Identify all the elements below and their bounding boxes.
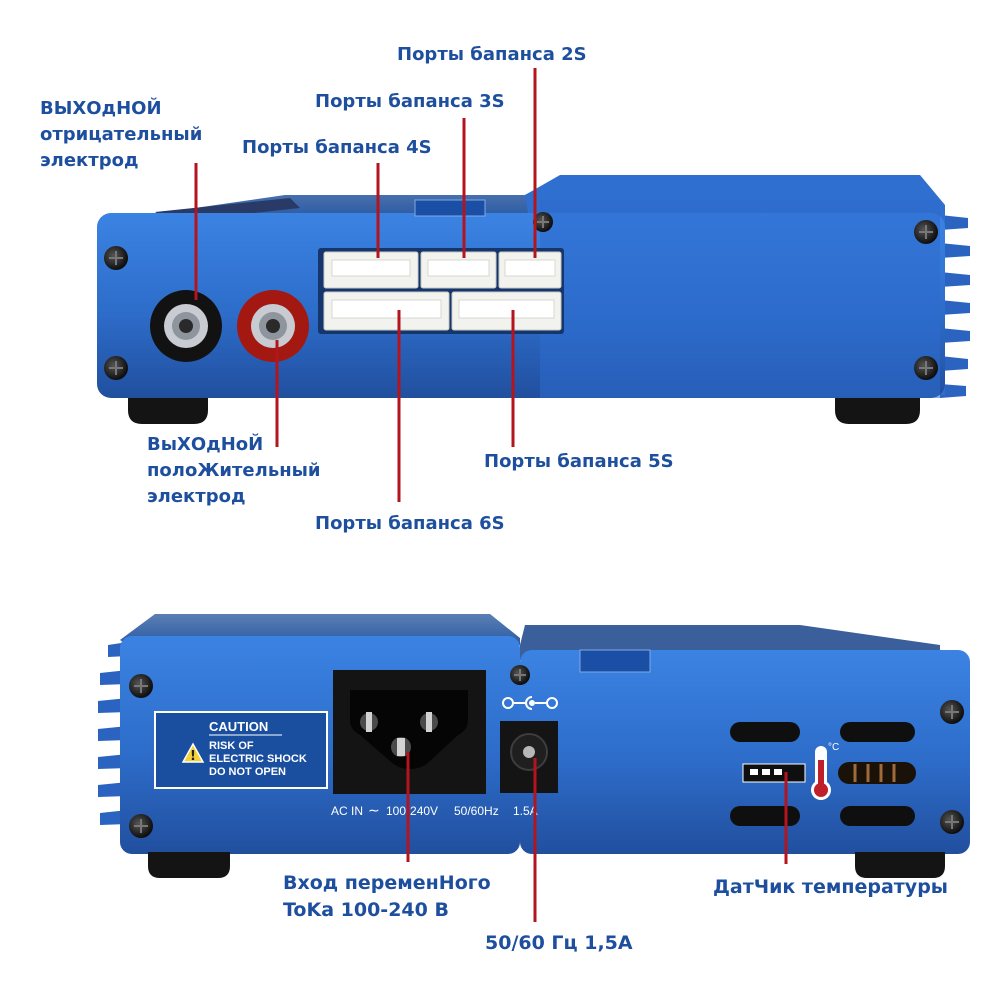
caution-sticker: ! CAUTION RISK OF ELECTRIC SHOCK DO NOT … — [154, 711, 328, 789]
screw — [914, 220, 938, 244]
dc-input-jack — [500, 721, 558, 793]
ac-in-text: AC IN — [331, 804, 363, 818]
warning-icon — [181, 742, 205, 763]
label-line: ВЫХОдНОЙ — [40, 98, 162, 119]
balance-port-6s — [323, 291, 450, 331]
label-line: полоЖительный — [147, 460, 321, 481]
balance-port-4s — [323, 251, 419, 289]
temp-sensor-port — [742, 763, 806, 783]
screw — [104, 356, 128, 380]
label-line: отрицательный — [40, 124, 203, 145]
label-balance-4s: Порты бапанса 4S — [242, 137, 432, 158]
cooling-fins-right — [940, 215, 970, 398]
balance-port-5s — [451, 291, 562, 331]
screw — [940, 810, 964, 834]
caution-line-2: ELECTRIC SHOCK — [209, 753, 307, 765]
temp-unit-text: °C — [828, 742, 839, 753]
label-line: Вход переменНого — [283, 872, 491, 894]
label-balance-3s: Порты бапанса 3S — [315, 91, 505, 112]
label-line: электрод — [147, 486, 246, 507]
balance-port-2s — [498, 251, 562, 289]
screw — [533, 212, 553, 232]
pointer-lines-top — [194, 68, 537, 502]
pointer-lines-bottom — [406, 752, 788, 922]
label-balance-2s: Порты бапанса 2S — [397, 44, 587, 65]
label-balance-5s: Порты бапанса 5S — [484, 451, 674, 472]
power-spec-text: AC IN ∼ 100-240V 50/60Hz 1.5A — [331, 802, 538, 818]
screw — [104, 246, 128, 270]
front-view — [97, 68, 970, 502]
label-frequency-current: 50/60 Гц 1,5А — [485, 932, 633, 954]
screw — [914, 356, 938, 380]
screw — [129, 674, 153, 698]
label-balance-6s: Порты бапанса 6S — [315, 513, 505, 534]
label-line: ВыХОдНоЙ — [147, 434, 264, 455]
voltage-text: 100-240V — [386, 804, 438, 818]
screw — [129, 814, 153, 838]
current-text: 1.5A — [513, 804, 538, 818]
label-output-negative: ВЫХОдНОЙ отрицательный электрод — [40, 96, 202, 174]
foot-left — [128, 398, 208, 424]
balance-port-3s — [420, 251, 497, 289]
label-temp-sensor: ДатЧик температуры — [713, 876, 948, 898]
polarity-icon — [502, 696, 558, 710]
ac-symbol-text: ∼ — [368, 802, 380, 818]
caution-line-3: DO NOT OPEN — [209, 766, 286, 778]
rear-view: ! CAUTION RISK OF ELECTRIC SHOCK DO NOT … — [98, 614, 970, 922]
label-line: электрод — [40, 150, 139, 171]
caution-title: CAUTION — [209, 719, 268, 734]
screw — [940, 700, 964, 724]
output-negative-jack — [150, 290, 222, 362]
label-output-positive: ВыХОдНоЙ полоЖительный электрод — [147, 432, 321, 510]
caution-line-1: RISK OF — [209, 740, 254, 752]
vent-slots — [730, 722, 916, 826]
foot-right — [835, 398, 920, 424]
thermometer-icon — [811, 746, 831, 800]
frequency-text: 50/60Hz — [454, 804, 499, 818]
label-line: ToKa 100-240 В — [283, 899, 449, 921]
foot-left-rear — [148, 852, 230, 878]
foot-right-rear — [855, 852, 945, 878]
screw — [510, 665, 530, 685]
label-ac-input: Вход переменНого ToKa 100-240 В — [283, 870, 491, 924]
case-rear-panel-right — [520, 650, 970, 854]
output-positive-jack — [237, 290, 309, 362]
svg-text:!: ! — [190, 749, 196, 764]
